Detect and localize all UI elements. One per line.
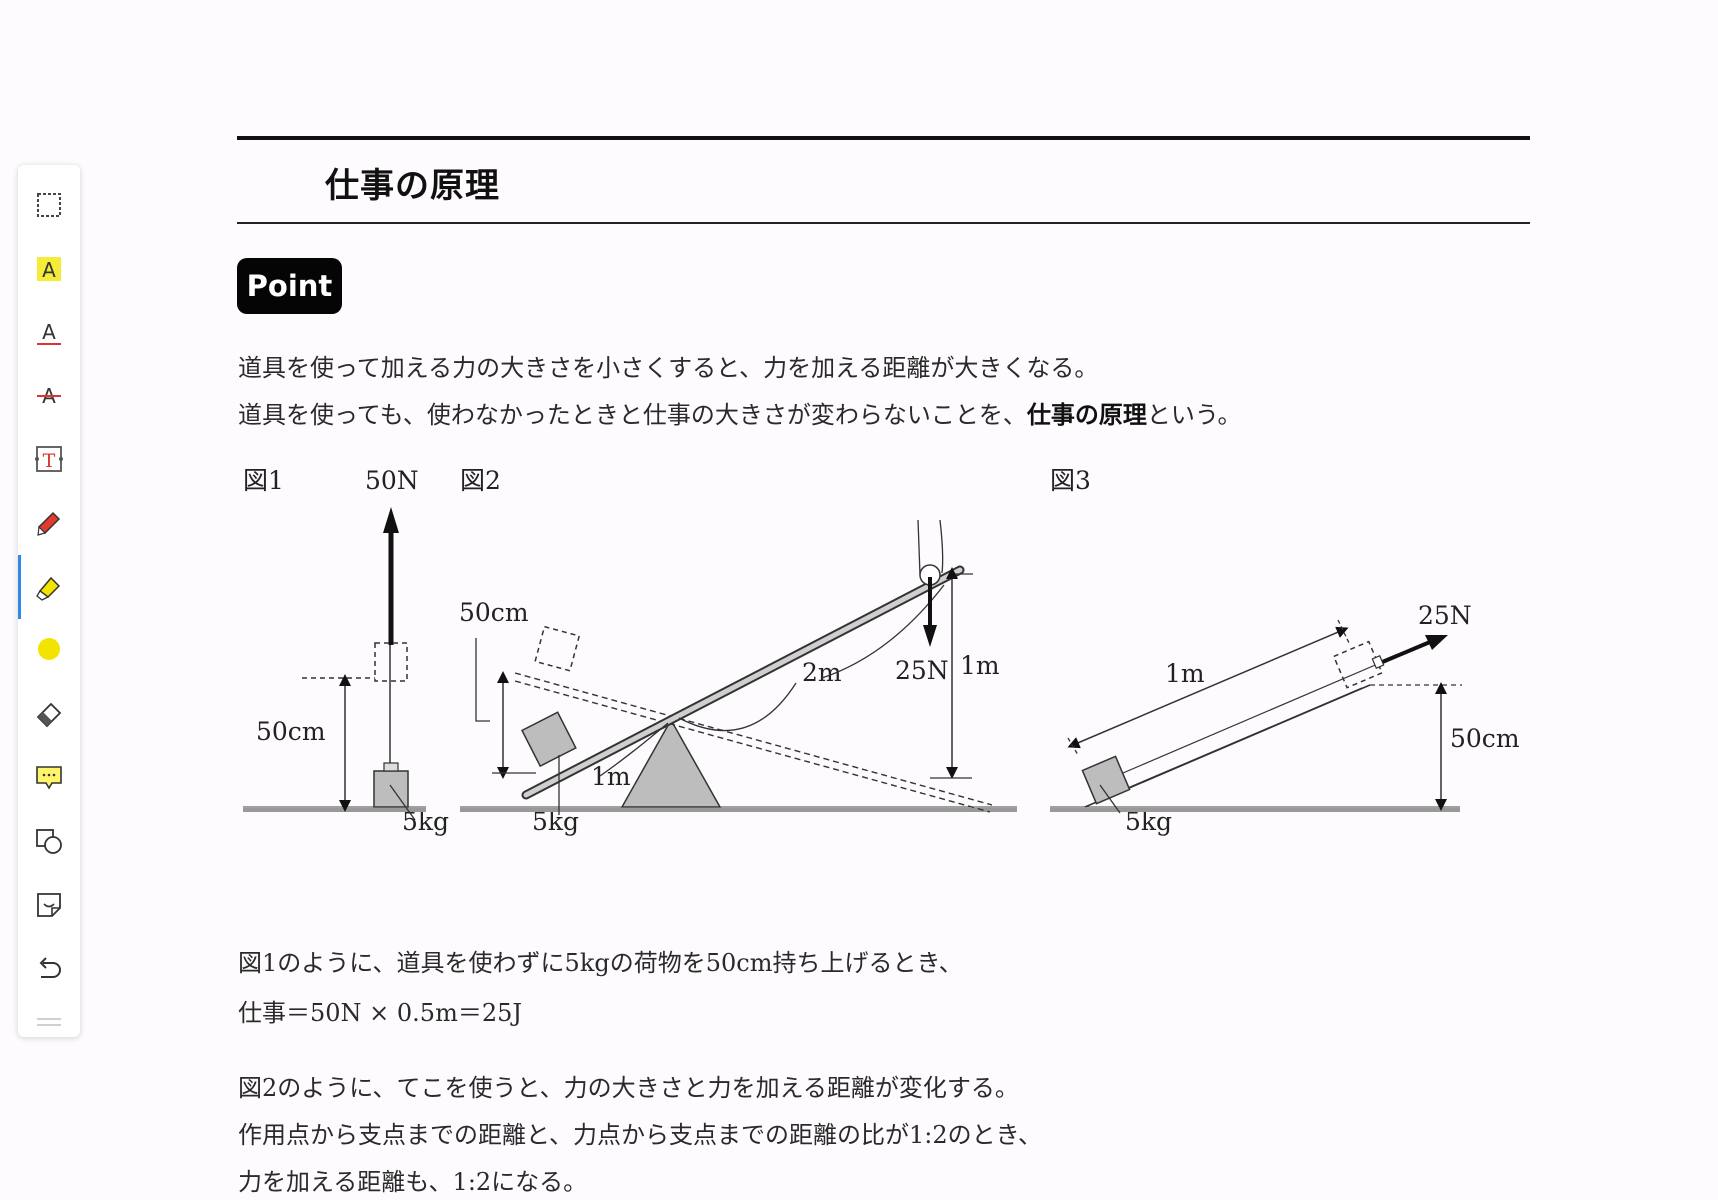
point-text-2-pre: 道具を使っても、使わなかったときと仕事の大きさが変わらないことを、 xyxy=(238,401,1027,429)
fig2-force-label: 25N xyxy=(895,656,949,685)
fig3-force-label: 25N xyxy=(1418,601,1472,630)
body-text-1: 図1のように、道具を使わずに5kgの荷物を50cm持ち上げるとき、 xyxy=(238,949,963,977)
fig2-height-left-label: 50cm xyxy=(459,598,529,627)
undo-icon xyxy=(39,957,61,978)
fig3-weight xyxy=(1081,755,1131,805)
eraser-tool[interactable] xyxy=(18,685,80,741)
fig1-weight xyxy=(373,770,409,808)
comment-tool[interactable] xyxy=(18,749,80,805)
title-top-rule xyxy=(237,136,1530,140)
pen-tool[interactable] xyxy=(18,495,80,551)
point-badge: Point xyxy=(237,258,342,314)
fig3-slope-length-label: 1m xyxy=(1165,659,1205,688)
fig1-height-label: 50cm xyxy=(256,717,326,746)
select-tool[interactable] xyxy=(18,177,80,233)
body-text-3: 図2のように、てこを使うと、力の大きさと力を加える距離が変化する。 xyxy=(238,1074,1019,1102)
fig3-height-label: 50cm xyxy=(1450,724,1520,753)
body-text-5: 力を加える距離も、1:2になる。 xyxy=(238,1168,588,1196)
underline-text-tool[interactable]: A xyxy=(18,305,80,361)
color-dot-icon xyxy=(38,638,60,660)
comment-icon xyxy=(36,766,62,790)
strikethrough-text-tool[interactable]: A xyxy=(18,367,80,423)
svg-text:T: T xyxy=(43,450,56,472)
fig2-short-arm-label: 1m xyxy=(591,762,631,791)
page-title: 仕事の原理 xyxy=(325,166,500,206)
figure-1: 図1 50N 50cm 5kg xyxy=(243,466,449,836)
fig1-force-label: 50N xyxy=(365,466,419,495)
principle-of-work-term: 仕事の原理 xyxy=(1026,401,1147,429)
fig2-fulcrum xyxy=(620,718,722,808)
fig2-label: 図2 xyxy=(460,466,501,495)
body-text-4: 作用点から支点までの距離と、力点から支点までの距離の比が1:2のとき、 xyxy=(238,1121,1042,1149)
color-picker[interactable] xyxy=(18,621,80,677)
shapes-icon xyxy=(36,829,62,854)
title-bottom-rule xyxy=(237,222,1530,224)
text-box-tool[interactable]: T xyxy=(18,431,80,487)
pen-icon xyxy=(37,511,61,536)
point-text-2: 道具を使っても、使わなかったときと仕事の大きさが変わらないことを、仕事の原理とい… xyxy=(238,395,1241,430)
toolbar-drag-handle[interactable] xyxy=(37,1018,61,1026)
shape-tool[interactable] xyxy=(18,813,80,869)
sticker-tool[interactable] xyxy=(18,877,80,933)
highlighted-a-icon: A xyxy=(37,257,61,282)
highlighter-tool[interactable] xyxy=(18,555,80,619)
text-box-icon: T xyxy=(35,446,63,472)
annotation-toolbar: A A A T xyxy=(18,165,80,1037)
point-text-2-post: という。 xyxy=(1146,401,1242,429)
fig3-label: 図3 xyxy=(1050,466,1091,495)
underlined-a-icon: A xyxy=(37,320,61,345)
undo-button[interactable] xyxy=(18,941,80,997)
svg-text:A: A xyxy=(42,258,56,282)
strikethrough-a-icon: A xyxy=(37,384,61,408)
highlighter-icon xyxy=(36,576,61,601)
sticker-icon xyxy=(37,893,61,917)
fig1-label: 図1 xyxy=(243,466,284,495)
fig2-height-right-label: 1m xyxy=(960,651,1000,680)
fig2-weight xyxy=(521,711,577,768)
figure-2: 図2 50cm 2m 25N 1m 1m 5kg xyxy=(459,466,1017,836)
dashed-rectangle-icon xyxy=(37,193,61,217)
body-text-2: 仕事＝50N × 0.5m＝25J xyxy=(238,999,522,1027)
eraser-icon xyxy=(36,702,62,728)
point-text-1: 道具を使って加える力の大きさを小さくすると、力を加える距離が大きくなる。 xyxy=(238,354,1099,382)
figures: 図1 50N 50cm 5kg 図2 50cm 2m 25N 1m 1m 5kg xyxy=(243,466,1520,836)
highlight-text-tool[interactable]: A xyxy=(18,241,80,297)
svg-text:A: A xyxy=(42,320,56,344)
figure-3: 図3 25N 1m 50cm 5kg xyxy=(1050,466,1520,836)
